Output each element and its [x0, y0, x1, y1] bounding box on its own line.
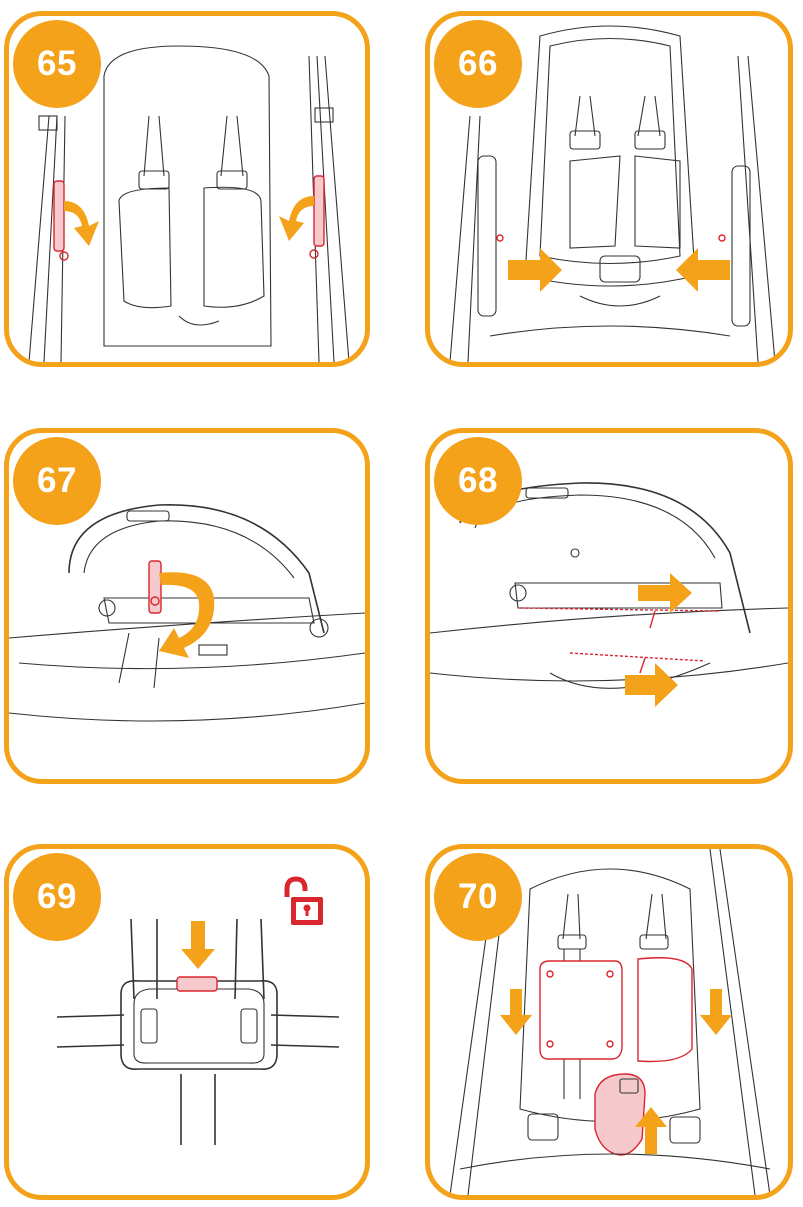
step-panel-65: 65: [4, 11, 370, 367]
step-number-badge: 65: [13, 20, 101, 108]
step-panel-66: 66: [425, 11, 793, 367]
step-number-badge: 68: [434, 437, 522, 525]
step-number-badge: 67: [13, 437, 101, 525]
step-number-badge: 69: [13, 853, 101, 941]
step-panel-69: 69: [4, 844, 370, 1200]
step-number-badge: 66: [434, 20, 522, 108]
step-panel-68: 68: [425, 428, 793, 784]
step-panel-70: 70: [425, 844, 793, 1200]
unlock-icon: [277, 875, 329, 931]
step-number-badge: 70: [434, 853, 522, 941]
step-panel-67: 67: [4, 428, 370, 784]
